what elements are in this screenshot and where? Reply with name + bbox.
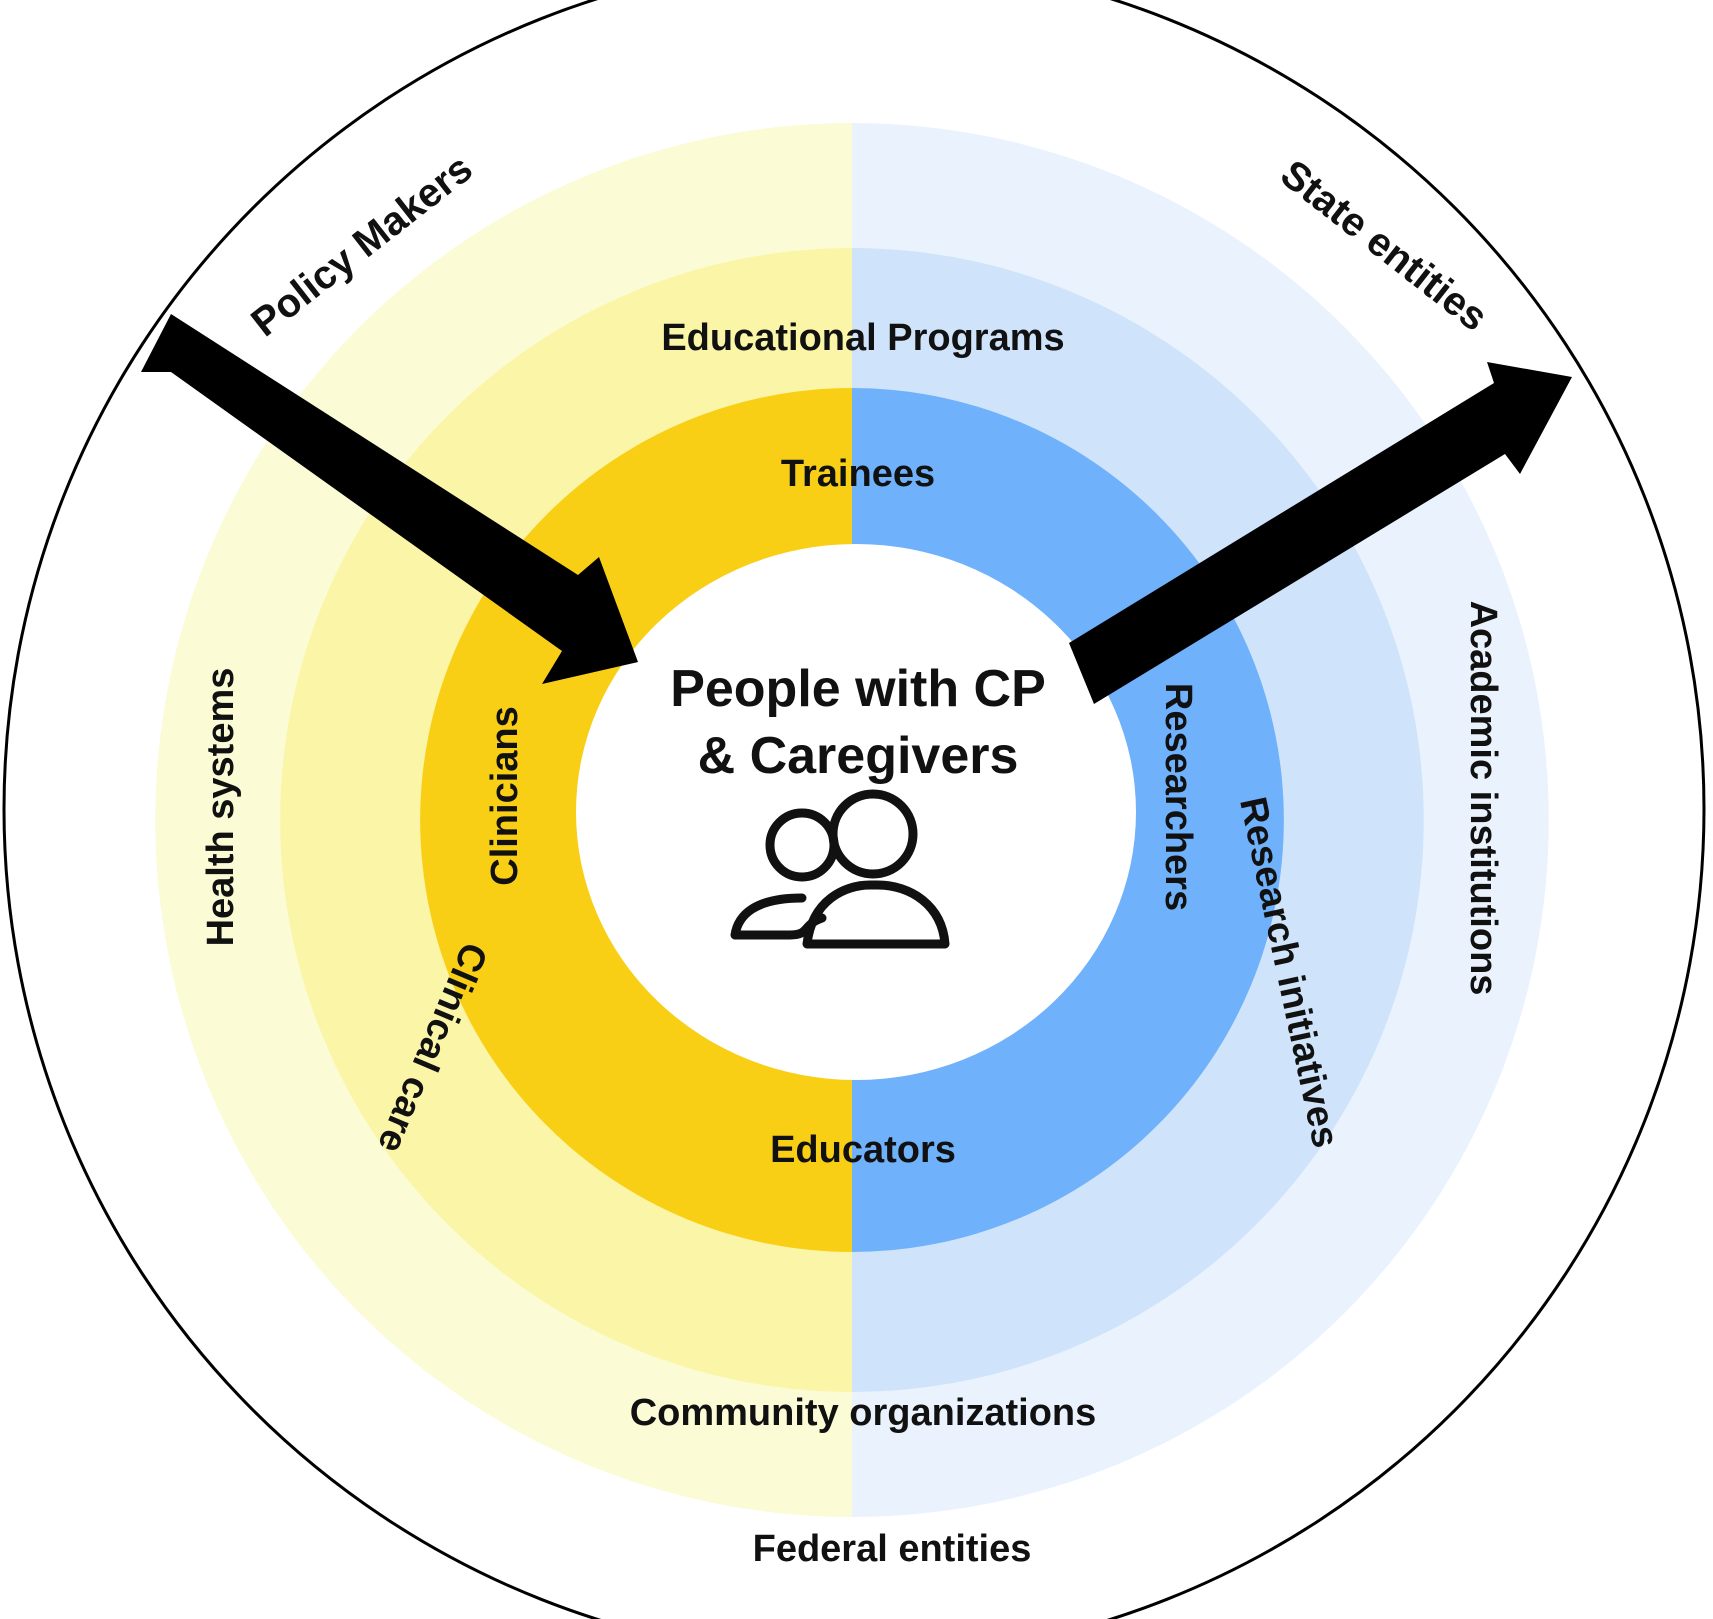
center-title-line1: People with CP bbox=[670, 660, 1046, 718]
center-circle bbox=[576, 544, 1136, 1080]
label-federal-entities: Federal entities bbox=[753, 1528, 1032, 1570]
arrow-in-icon bbox=[141, 314, 638, 684]
center-title-line2: & Caregivers bbox=[698, 727, 1019, 785]
label-educational-programs: Educational Programs bbox=[661, 317, 1064, 359]
label-educators: Educators bbox=[770, 1129, 956, 1171]
label-trainees: Trainees bbox=[781, 453, 935, 495]
arrow-out-icon bbox=[1069, 362, 1572, 704]
label-clinicians: Clinicians bbox=[484, 706, 526, 886]
label-community-organizations: Community organizations bbox=[630, 1392, 1097, 1434]
label-health-systems: Health systems bbox=[200, 668, 242, 947]
label-academic-institutions: Academic institutions bbox=[1462, 601, 1504, 996]
people-group-icon bbox=[730, 789, 950, 949]
label-researchers: Researchers bbox=[1157, 683, 1199, 911]
